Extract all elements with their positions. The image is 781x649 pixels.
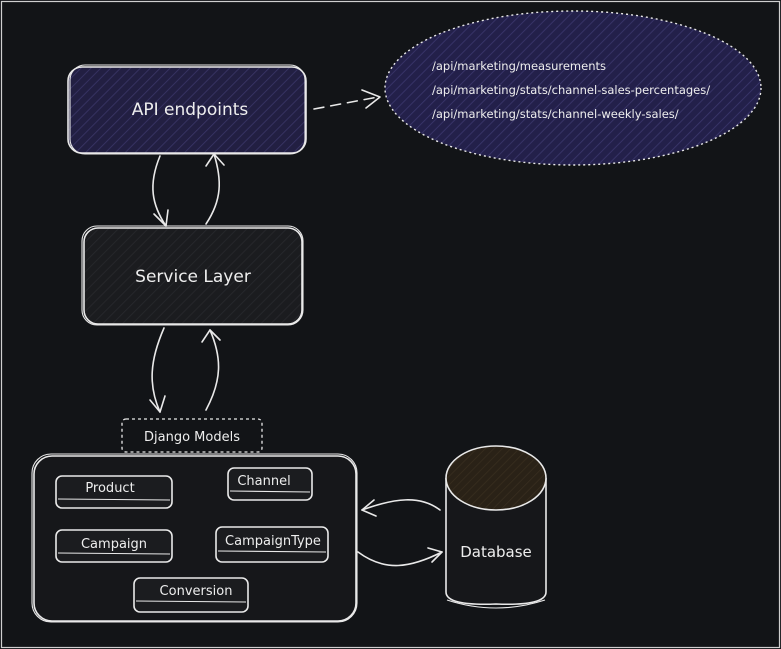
model-channel: Channel bbox=[227, 467, 313, 501]
api-to-endpoints-arrow bbox=[313, 89, 381, 110]
api-service-arrows bbox=[152, 153, 225, 227]
service-layer-label: Service Layer bbox=[135, 267, 251, 287]
database-cylinder: Database bbox=[445, 445, 547, 609]
model-channel-label: Channel bbox=[237, 474, 290, 489]
database-label: Database bbox=[460, 543, 532, 561]
model-product-label: Product bbox=[85, 481, 134, 496]
model-conversion-label: Conversion bbox=[160, 584, 233, 599]
django-models-header: Django Models bbox=[121, 418, 263, 453]
service-models-arrows bbox=[149, 327, 221, 413]
model-campaign-type-label: CampaignType bbox=[225, 534, 321, 549]
endpoint-channel-sales-percentages: /api/marketing/stats/channel-sales-perce… bbox=[432, 83, 710, 97]
models-database-arrows bbox=[357, 499, 443, 567]
model-campaign-label: Campaign bbox=[81, 537, 147, 552]
api-endpoints-box: API endpoints bbox=[67, 64, 307, 155]
endpoint-measurements: /api/marketing/measurements bbox=[432, 59, 606, 73]
api-endpoints-label: API endpoints bbox=[132, 100, 249, 120]
model-product: Product bbox=[55, 475, 173, 509]
model-conversion: Conversion bbox=[133, 577, 249, 613]
endpoints-ellipse: /api/marketing/measurements /api/marketi… bbox=[384, 10, 762, 166]
model-campaign: Campaign bbox=[55, 529, 173, 563]
django-models-title: Django Models bbox=[144, 430, 240, 445]
service-layer-box: Service Layer bbox=[81, 225, 304, 326]
model-campaign-type: CampaignType bbox=[215, 526, 329, 563]
endpoint-channel-weekly-sales: /api/marketing/stats/channel-weekly-sale… bbox=[432, 107, 679, 121]
